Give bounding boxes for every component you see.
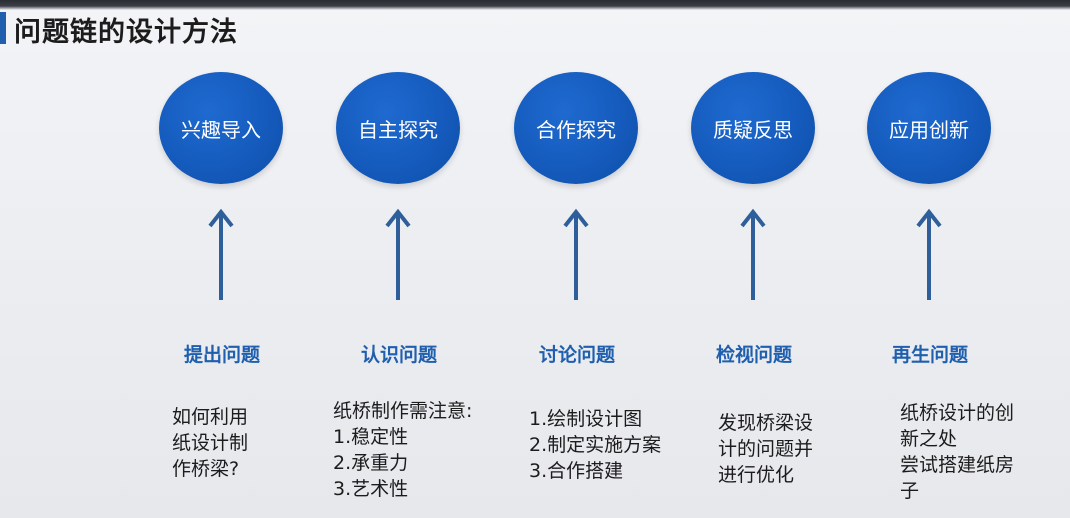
description-line: 3.艺术性 bbox=[333, 478, 409, 500]
description-line: 2.制定实施方案 bbox=[529, 434, 662, 456]
up-arrow-icon bbox=[208, 208, 234, 300]
step-description-3: 1.绘制设计图 2.制定实施方案 3.合作搭建 bbox=[529, 406, 661, 484]
stage-circle-5: 应用创新 bbox=[867, 72, 991, 184]
up-arrow-icon bbox=[740, 208, 766, 300]
step-description-2: 纸桥制作需注意: 1.稳定性 2.承重力 3.艺术性 bbox=[333, 398, 472, 502]
up-arrow-icon bbox=[916, 208, 942, 300]
description-line: 纸桥制作需注意: bbox=[333, 400, 473, 422]
up-arrow-icon bbox=[385, 208, 411, 300]
step-description-1: 如何利用 纸设计制 作桥梁? bbox=[172, 404, 248, 482]
step-column-1: 兴趣导入 提出问题 如何利用 纸设计制 作桥梁? bbox=[132, 0, 312, 518]
page-title: 问题链的设计方法 bbox=[14, 17, 238, 48]
step-heading-5: 再生问题 bbox=[891, 344, 968, 366]
step-description-5: 纸桥设计的创 新之处 尝试搭建纸房 子 bbox=[900, 400, 1014, 504]
step-heading-2: 认识问题 bbox=[360, 344, 437, 366]
step-description-4: 发现桥梁设 计的问题并 进行优化 bbox=[718, 410, 813, 488]
description-line: 新之处 bbox=[900, 428, 958, 450]
stage-circle-4: 质疑反思 bbox=[691, 72, 815, 184]
step-column-2: 自主探究 认识问题 纸桥制作需注意: 1.稳定性 2.承重力 3.艺术性 bbox=[309, 0, 489, 518]
description-line: 1.绘制设计图 bbox=[529, 408, 643, 430]
step-heading-3: 讨论问题 bbox=[538, 344, 615, 366]
step-column-4: 质疑反思 检视问题 发现桥梁设 计的问题并 进行优化 bbox=[664, 0, 844, 518]
description-line: 进行优化 bbox=[718, 464, 795, 486]
description-line: 发现桥梁设 bbox=[718, 412, 814, 434]
description-line: 尝试搭建纸房 bbox=[900, 454, 1015, 476]
description-line: 计的问题并 bbox=[718, 438, 814, 460]
description-line: 子 bbox=[900, 480, 920, 502]
title-accent-bar bbox=[0, 12, 6, 44]
description-line: 纸桥设计的创 bbox=[900, 402, 1015, 424]
description-line: 1.稳定性 bbox=[333, 426, 409, 448]
stage-circle-2: 自主探究 bbox=[336, 72, 460, 184]
description-line: 2.承重力 bbox=[333, 452, 409, 474]
up-arrow-icon bbox=[563, 208, 589, 300]
step-heading-4: 检视问题 bbox=[715, 344, 792, 366]
step-heading-1: 提出问题 bbox=[183, 344, 260, 366]
step-column-5: 应用创新 再生问题 纸桥设计的创 新之处 尝试搭建纸房 子 bbox=[840, 0, 1020, 518]
step-column-3: 合作探究 讨论问题 1.绘制设计图 2.制定实施方案 3.合作搭建 bbox=[487, 0, 667, 518]
stage-circle-1: 兴趣导入 bbox=[159, 72, 283, 184]
stage-circle-3: 合作探究 bbox=[514, 72, 638, 184]
top-window-bar bbox=[0, 0, 1070, 10]
description-line: 如何利用 bbox=[172, 406, 249, 428]
description-line: 3.合作搭建 bbox=[529, 460, 624, 482]
description-line: 纸设计制 bbox=[172, 432, 249, 454]
description-line: 作桥梁? bbox=[172, 458, 240, 480]
